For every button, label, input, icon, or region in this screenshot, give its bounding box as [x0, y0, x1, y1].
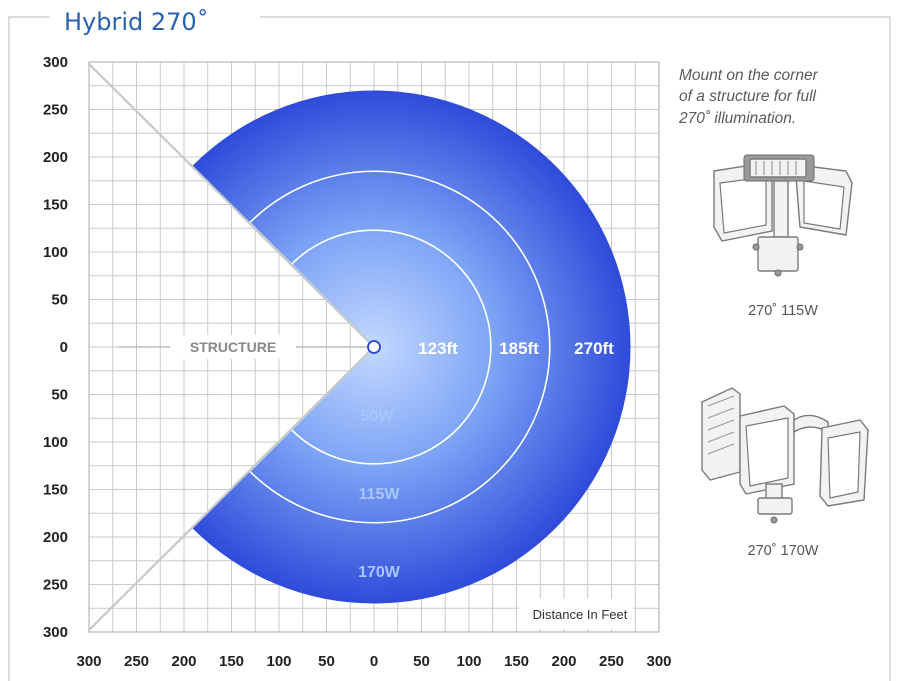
- range-label-zone-3: 270ft: [574, 339, 614, 358]
- y-tick-label: 150: [43, 197, 68, 214]
- frame-border: [8, 16, 891, 681]
- range-label-zone-1: 123ft: [418, 339, 458, 358]
- y-tick-label: 100: [43, 244, 68, 261]
- note-line-1: Mount on the corner: [679, 67, 819, 84]
- fixture-115w-icon: [713, 154, 853, 277]
- x-tick-label: 200: [171, 653, 196, 670]
- watt-label-zone-2: 115W: [359, 486, 401, 503]
- x-tick-label: 50: [413, 653, 430, 670]
- product-caption-170w: 270˚ 170W: [748, 543, 819, 559]
- x-tick-label: 150: [219, 653, 244, 670]
- coverage-zone-50W: [290, 229, 492, 465]
- x-tick-label: 0: [370, 653, 378, 670]
- y-tick-label: 150: [43, 482, 68, 499]
- structure-wall-top: [88, 63, 375, 348]
- note-line-2: of a structure for full: [679, 88, 817, 105]
- y-tick-label: 200: [43, 529, 68, 546]
- y-axis-ticks: 300 250 200 150 100 50 0 50 100 150 200 250 300: [43, 54, 68, 641]
- fixture-170w-icon: [701, 387, 869, 524]
- product-caption-115w: 270˚ 115W: [748, 303, 818, 319]
- x-tick-label: 100: [456, 653, 481, 670]
- y-tick-label: 50: [51, 292, 68, 309]
- mount-point-icon: [367, 340, 381, 354]
- y-tick-label: 0: [60, 339, 68, 356]
- structure-wall-bottom: [88, 346, 375, 631]
- structure-label-bg: [170, 335, 296, 359]
- x-tick-label: 300: [76, 653, 101, 670]
- structure-label: STRUCTURE: [190, 339, 276, 355]
- x-tick-label: 200: [551, 653, 576, 670]
- mounting-note: Mount on the corner of a structure for f…: [678, 67, 819, 127]
- x-tick-label: 150: [504, 653, 529, 670]
- range-labels: 123ft 185ft 270ft: [418, 339, 614, 358]
- page-title: Hybrid 270˚: [64, 8, 209, 36]
- x-tick-label: 300: [646, 653, 671, 670]
- watt-label-zone-3: 170W: [358, 564, 401, 581]
- wattage-labels: 50W 115W 170W: [358, 408, 401, 581]
- watt-label-zone-1: 50W: [361, 408, 395, 425]
- distance-label-bg: [519, 599, 633, 629]
- note-line-3: 270˚ illumination.: [678, 110, 796, 127]
- grid-border: [88, 61, 660, 633]
- y-tick-label: 50: [51, 387, 68, 404]
- x-tick-label: 250: [599, 653, 624, 670]
- range-label-zone-2: 185ft: [499, 339, 539, 358]
- x-tick-label: 250: [124, 653, 149, 670]
- distance-label: Distance In Feet: [533, 607, 628, 622]
- y-tick-label: 200: [43, 149, 68, 166]
- y-tick-label: 300: [43, 54, 68, 71]
- x-tick-label: 50: [318, 653, 335, 670]
- y-tick-label: 100: [43, 434, 68, 451]
- structure-corner: [88, 63, 375, 631]
- y-tick-label: 300: [43, 624, 68, 641]
- y-tick-label: 250: [43, 102, 68, 119]
- x-axis-ticks: 300 250 200 150 100 50 0 50 100 150 200 250 300: [76, 653, 671, 670]
- x-tick-label: 100: [266, 653, 291, 670]
- y-tick-label: 250: [43, 577, 68, 594]
- coverage-zones: [192, 90, 631, 604]
